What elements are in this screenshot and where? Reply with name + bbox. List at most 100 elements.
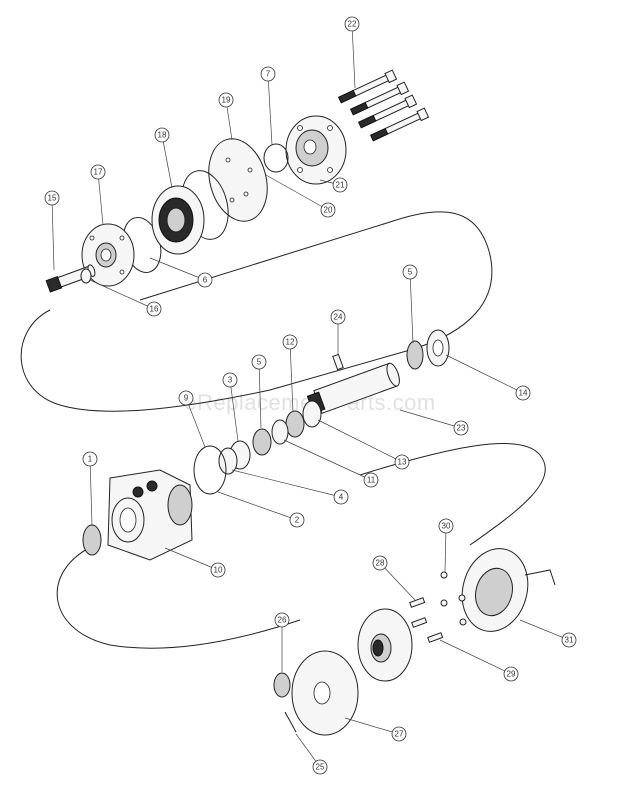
callout-bubble: [222, 372, 238, 388]
callout-bubble: [330, 309, 346, 325]
gerotor-18: [151, 185, 205, 255]
leader-line: [161, 134, 173, 189]
callout-number: 11: [367, 476, 376, 485]
callout-c3: 3: [222, 372, 239, 442]
callout-c1: 1: [82, 451, 98, 526]
assembly-path-upper: [20, 211, 493, 412]
housing-10: [107, 469, 193, 561]
callout-number: 14: [519, 389, 528, 398]
callout-number: 4: [339, 493, 344, 502]
callout-bubble: [178, 390, 194, 406]
callout-c14: 14: [445, 354, 531, 401]
leader-line: [217, 491, 298, 521]
callout-c19: 19: [218, 92, 234, 141]
callout-bubble: [90, 164, 106, 180]
callout-c30: 30: [438, 518, 454, 573]
callout-bubble: [154, 127, 170, 143]
leader-line: [317, 419, 403, 463]
leader-line: [409, 271, 414, 344]
callout-number: 15: [48, 194, 57, 203]
callout-bubble: [402, 264, 418, 280]
callout-c17: 17: [90, 164, 106, 226]
callout-bubble: [210, 562, 226, 578]
callout-bubble: [515, 385, 531, 401]
washer-13: [302, 400, 322, 428]
callout-number: 26: [278, 616, 287, 625]
callout-c10: 10: [164, 547, 226, 578]
callout-number: 17: [94, 168, 103, 177]
callout-number: 5: [257, 358, 262, 367]
callout-c29: 29: [439, 639, 519, 682]
callout-number: 18: [158, 131, 167, 140]
callout-c23: 23: [399, 409, 469, 436]
bearing-5b: [252, 428, 272, 456]
callout-bubble: [372, 555, 388, 571]
callout-c5b: 5: [251, 354, 267, 429]
callout-c16: 16: [89, 279, 162, 317]
leader-line: [379, 562, 416, 601]
callout-number: 28: [376, 559, 385, 568]
cotter-pin-25: [284, 711, 297, 733]
callout-bubble: [146, 301, 162, 317]
callout-number: 12: [286, 338, 295, 347]
callout-number: 2: [295, 516, 300, 525]
callout-bubble: [82, 451, 98, 467]
leader-line: [399, 409, 462, 429]
callout-number: 3: [228, 376, 233, 385]
callout-bubble: [394, 454, 410, 470]
leader-line: [445, 354, 524, 394]
callout-number: 29: [507, 670, 516, 679]
callout-c31: 31: [519, 619, 577, 648]
callout-c5a: 5: [402, 264, 418, 344]
callout-c11: 11: [283, 439, 379, 488]
callout-number: 13: [398, 458, 407, 467]
leader-line: [89, 458, 93, 526]
callout-number: 23: [457, 424, 466, 433]
leader-line: [444, 525, 447, 573]
callout-c26: 26: [274, 612, 290, 672]
leader-line: [265, 174, 329, 211]
callout-c22a: 22: [344, 16, 360, 89]
screw-30: [440, 571, 448, 579]
callout-number: 7: [266, 70, 271, 79]
callout-number: 20: [324, 206, 333, 215]
leader-line: [51, 197, 55, 271]
leader-line: [258, 361, 262, 429]
brake-plate-31: [461, 548, 556, 632]
callout-bubble: [333, 489, 349, 505]
leader-line: [283, 439, 372, 481]
callout-number: 27: [395, 730, 404, 739]
end-cover-21: [285, 115, 347, 185]
bearing-5a: [406, 340, 424, 370]
assembly-path-lower: [56, 443, 546, 649]
callout-bubble: [391, 726, 407, 742]
callout-bubble: [332, 177, 348, 193]
callout-bubble: [44, 190, 60, 206]
callout-number: 6: [203, 276, 208, 285]
callout-number: 30: [442, 522, 451, 531]
callout-number: 24: [334, 313, 343, 322]
leader-line: [185, 397, 206, 448]
callout-number: 25: [316, 763, 325, 772]
callout-c4: 4: [231, 469, 349, 505]
callout-c6: 6: [149, 257, 213, 288]
callout-c21: 21: [319, 177, 348, 193]
callout-bubble: [344, 16, 360, 32]
callout-bubble: [503, 666, 519, 682]
leader-line: [149, 257, 206, 281]
callout-c24: 24: [330, 309, 346, 355]
callout-bubble: [289, 512, 305, 528]
seal-1: [82, 524, 102, 556]
callout-c2: 2: [217, 491, 305, 528]
leader-line: [97, 171, 104, 226]
callout-bubble: [282, 334, 298, 350]
callout-number: 31: [565, 636, 574, 645]
hub-28: [357, 608, 413, 682]
callout-c18: 18: [154, 127, 173, 189]
callout-bubble: [453, 420, 469, 436]
callout-c28: 28: [372, 555, 416, 601]
callout-bubble: [197, 272, 213, 288]
callout-number: 5: [408, 268, 413, 277]
callout-bubble: [561, 632, 577, 648]
